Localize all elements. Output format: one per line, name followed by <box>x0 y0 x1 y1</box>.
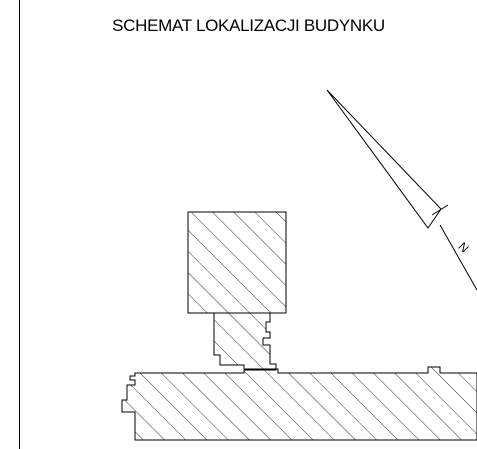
connector-building <box>213 312 277 371</box>
frame-border-line <box>19 0 20 449</box>
north-arrow-icon: N <box>326 89 477 291</box>
drawing-title: SCHEMAT LOKALIZACJI BUDYNKU <box>112 16 385 35</box>
main-building <box>187 211 287 314</box>
street-strip-building <box>121 366 477 441</box>
north-label: N <box>456 240 472 256</box>
